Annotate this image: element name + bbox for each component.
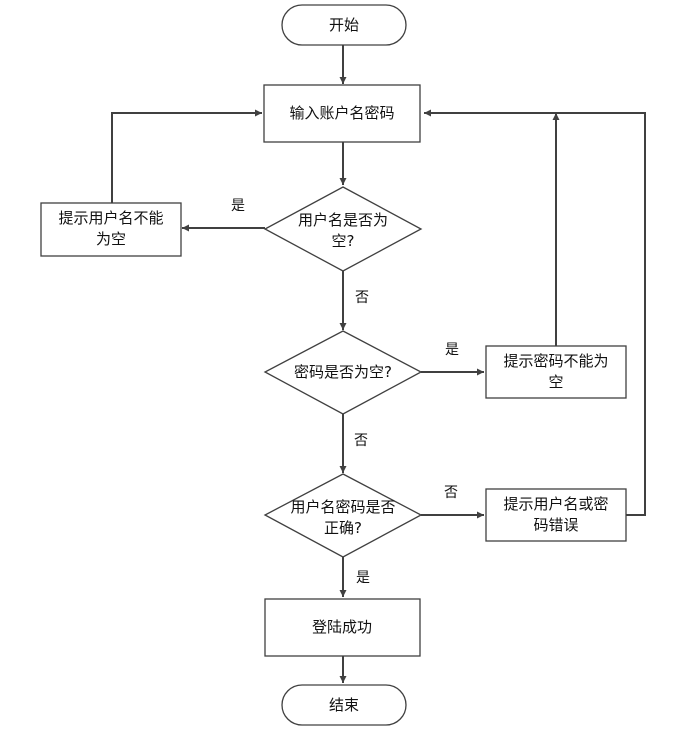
user-empty-message-line-1: 提示用户名不能 <box>58 209 163 227</box>
pass-empty-message-line-1: 提示密码不能为 <box>503 352 608 370</box>
success-node: 登陆成功 <box>264 598 421 657</box>
error-message-line-2: 码错误 <box>533 516 578 534</box>
check-correct-line-1: 用户名密码是否 <box>290 498 395 516</box>
check-correct-node: 用户名密码是否 正确? <box>263 473 423 558</box>
pass-empty-message-line-2: 空 <box>548 373 563 391</box>
label-user-empty-no: 否 <box>355 290 369 306</box>
end-node: 结束 <box>281 684 407 726</box>
pass-empty-message-node: 提示密码不能为 空 <box>485 345 627 399</box>
connectors <box>111 45 646 683</box>
label-pass-empty-yes: 是 <box>445 342 459 358</box>
label-correct-yes: 是 <box>356 570 370 586</box>
user-empty-message-line-2: 为空 <box>96 230 126 248</box>
check-pass-empty-node: 密码是否为空? <box>263 330 423 415</box>
error-message-node: 提示用户名或密 码错误 <box>485 488 627 542</box>
start-label: 开始 <box>329 16 359 34</box>
check-user-empty-line-1: 用户名是否为 <box>298 211 388 229</box>
user-empty-message-node: 提示用户名不能 为空 <box>40 202 182 257</box>
start-node: 开始 <box>281 4 407 46</box>
end-label: 结束 <box>329 696 359 714</box>
edge-error-msg-back-to-input <box>424 109 646 516</box>
check-user-empty-line-2: 空? <box>332 232 355 250</box>
error-message-line-1: 提示用户名或密 <box>503 495 608 513</box>
label-user-empty-yes: 是 <box>231 198 245 214</box>
check-correct-line-2: 正确? <box>324 519 362 537</box>
label-pass-empty-no: 否 <box>354 433 368 449</box>
edge-labels: 是 否 是 否 否 是 <box>231 198 459 586</box>
check-user-empty-node: 用户名是否为 空? <box>263 186 423 272</box>
input-node: 输入账户名密码 <box>263 84 421 143</box>
check-pass-empty-label: 密码是否为空? <box>294 363 392 381</box>
label-correct-no: 否 <box>444 485 458 501</box>
input-label: 输入账户名密码 <box>289 104 394 122</box>
edge-user-msg-back-to-input <box>111 109 262 203</box>
success-label: 登陆成功 <box>312 618 372 636</box>
